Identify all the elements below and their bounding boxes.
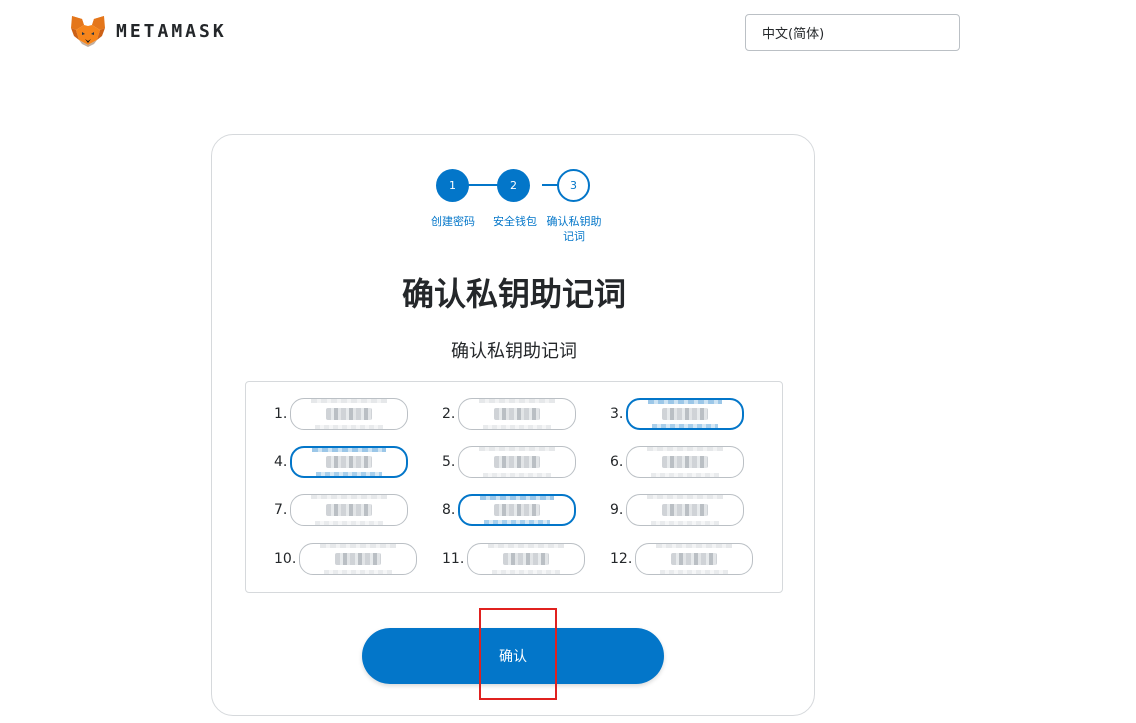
step-1-circle: 1 — [436, 169, 469, 202]
seed-word-input[interactable] — [458, 398, 577, 430]
blurred-word — [326, 456, 373, 468]
seed-word-cell: 6. — [610, 446, 745, 478]
seed-word-input[interactable] — [626, 446, 745, 478]
step-connector — [542, 184, 570, 186]
page-title: 确认私钥助记词 — [401, 275, 626, 313]
blurred-word — [503, 553, 550, 565]
seed-word-input[interactable] — [290, 446, 409, 478]
header: METAMASK 中文(简体) — [0, 0, 1136, 64]
blurred-text — [324, 570, 393, 574]
onboarding-card: 1 2 3 创建密码 安全钱包 确认私钥助 记词 确认私钥助记词 确认私钥助记词… — [211, 134, 815, 716]
step-1-label: 创建密码 — [431, 215, 475, 228]
language-select[interactable]: 中文(简体) — [745, 14, 960, 51]
blurred-text — [312, 448, 387, 452]
blurred-text — [484, 520, 551, 524]
seed-word-index: 9. — [610, 502, 624, 518]
blurred-text — [656, 544, 733, 548]
seed-word-input[interactable] — [458, 494, 577, 526]
seed-word-cell: 8. — [442, 494, 577, 526]
seed-word-index: 2. — [442, 406, 456, 422]
seed-word-input[interactable] — [299, 543, 418, 575]
blurred-text — [488, 544, 565, 548]
blurred-text — [647, 495, 724, 499]
seed-word-cell: 7. — [274, 494, 409, 526]
seed-word-cell: 9. — [610, 494, 745, 526]
blurred-word — [662, 504, 709, 516]
page-subtitle: 确认私钥助记词 — [451, 341, 577, 362]
seed-word-index: 12. — [610, 551, 633, 567]
blurred-text — [647, 447, 724, 451]
seed-word-index: 8. — [442, 502, 456, 518]
blurred-word — [662, 456, 709, 468]
blurred-text — [483, 425, 552, 429]
seed-word-cell: 3. — [610, 398, 745, 430]
seed-word-input[interactable] — [290, 494, 409, 526]
step-2-circle: 2 — [497, 169, 530, 202]
seed-word-index: 7. — [274, 502, 288, 518]
seed-word-input[interactable] — [290, 398, 409, 430]
blurred-text — [320, 544, 397, 548]
blurred-text — [316, 472, 383, 476]
seed-word-index: 3. — [610, 406, 624, 422]
blurred-text — [315, 521, 384, 525]
seed-word-index: 6. — [610, 454, 624, 470]
blurred-text — [492, 570, 561, 574]
seed-word-cell: 5. — [442, 446, 577, 478]
blurred-word — [494, 504, 541, 516]
seed-word-cell: 12. — [610, 543, 754, 575]
seed-phrase-grid: 1. 2. 3. 4. 5. 6. 7. 8. 9. 10. 11. 12. — [245, 381, 783, 593]
blurred-word — [494, 408, 541, 420]
blurred-text — [648, 400, 723, 404]
seed-word-cell: 10. — [274, 543, 418, 575]
blurred-text — [652, 424, 719, 428]
seed-word-index: 10. — [274, 551, 297, 567]
blurred-text — [651, 473, 720, 477]
seed-word-cell: 11. — [442, 543, 586, 575]
seed-word-index: 4. — [274, 454, 288, 470]
seed-word-input[interactable] — [626, 494, 745, 526]
seed-word-index: 11. — [442, 551, 465, 567]
seed-word-input[interactable] — [635, 543, 754, 575]
blurred-text — [311, 399, 388, 403]
blurred-word — [326, 408, 373, 420]
blurred-word — [326, 504, 373, 516]
seed-word-index: 5. — [442, 454, 456, 470]
blurred-text — [311, 495, 388, 499]
step-connector — [468, 184, 516, 186]
seed-word-input[interactable] — [626, 398, 745, 430]
blurred-text — [651, 521, 720, 525]
blurred-word — [671, 553, 718, 565]
blurred-text — [479, 447, 556, 451]
brand-name: METAMASK — [116, 20, 227, 42]
blurred-text — [660, 570, 729, 574]
seed-word-input[interactable] — [467, 543, 586, 575]
blurred-text — [479, 399, 556, 403]
metamask-logo[interactable]: METAMASK — [70, 14, 227, 48]
seed-word-cell: 4. — [274, 446, 409, 478]
seed-word-cell: 1. — [274, 398, 409, 430]
blurred-word — [662, 408, 709, 420]
seed-word-cell: 2. — [442, 398, 577, 430]
blurred-text — [480, 496, 555, 500]
blurred-text — [483, 473, 552, 477]
progress-steps: 1 2 3 创建密码 安全钱包 确认私钥助 记词 — [212, 167, 816, 247]
blurred-word — [335, 553, 382, 565]
step-2-label: 安全钱包 — [493, 215, 537, 228]
confirm-button[interactable]: 确认 — [362, 628, 664, 684]
seed-word-index: 1. — [274, 406, 288, 422]
step-3-circle: 3 — [557, 169, 590, 202]
fox-icon — [71, 16, 105, 47]
blurred-word — [494, 456, 541, 468]
seed-word-input[interactable] — [458, 446, 577, 478]
step-3-label: 确认私钥助 记词 — [546, 215, 602, 243]
blurred-text — [315, 425, 384, 429]
